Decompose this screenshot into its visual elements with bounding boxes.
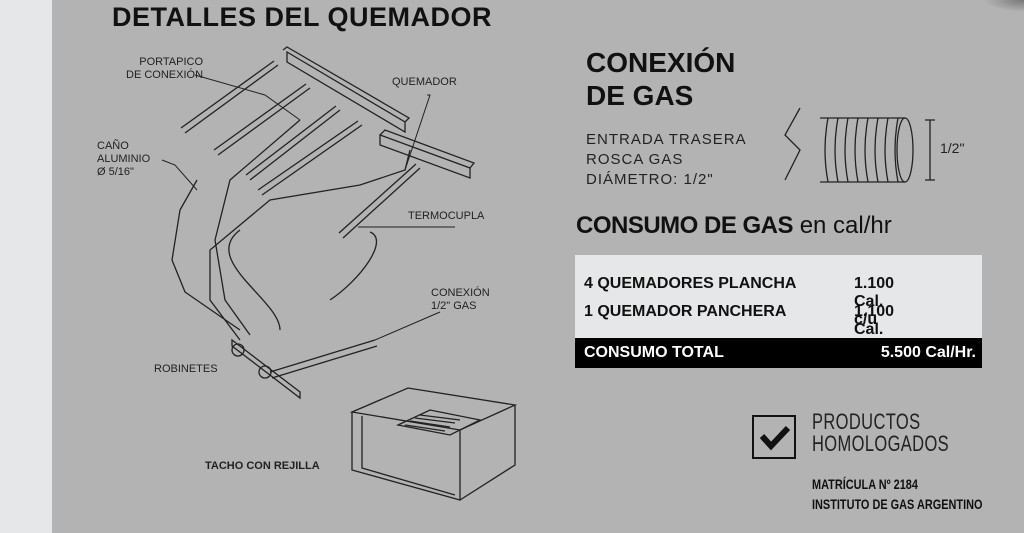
label-robinetes: ROBINETES (154, 363, 218, 375)
valve-bar (231, 338, 301, 400)
thermocouple-wire (228, 229, 281, 331)
aluminum-pipe (171, 179, 241, 331)
label-termocupla: TERMOCUPLA (408, 210, 485, 222)
valve-knob (258, 365, 272, 379)
leader-line (374, 311, 441, 341)
manifold-bar (379, 129, 476, 179)
left-margin (0, 0, 52, 533)
corner-shadow (984, 0, 1024, 12)
total-row: CONSUMO TOTAL 5.500 Cal/Hr. (575, 338, 982, 368)
burner-tubes (180, 60, 421, 239)
aluminum-pipe (214, 119, 301, 336)
leader-line (194, 74, 301, 121)
label-quemador: QUEMADOR (392, 76, 457, 88)
valve-knob (231, 343, 245, 357)
label-tacho: TACHO CON REJILLA (205, 460, 320, 472)
thermocouple-wire (329, 231, 377, 301)
leader-line (161, 159, 198, 191)
certification-checkbox-icon (752, 415, 796, 459)
manifold-bar (282, 46, 411, 134)
leader-line (404, 94, 431, 171)
page-title: DETALLES DEL QUEMADOR (112, 2, 493, 32)
gas-hose-drawing (784, 107, 935, 183)
gas-inlet-pipe (269, 339, 378, 379)
bin-drawing (349, 387, 518, 501)
consumption-title: CONSUMO DE GAS en cal/hr (576, 212, 892, 239)
check-icon (759, 425, 791, 451)
aluminum-pipe (209, 149, 411, 341)
hose-dimension: 1/2" (940, 140, 965, 156)
